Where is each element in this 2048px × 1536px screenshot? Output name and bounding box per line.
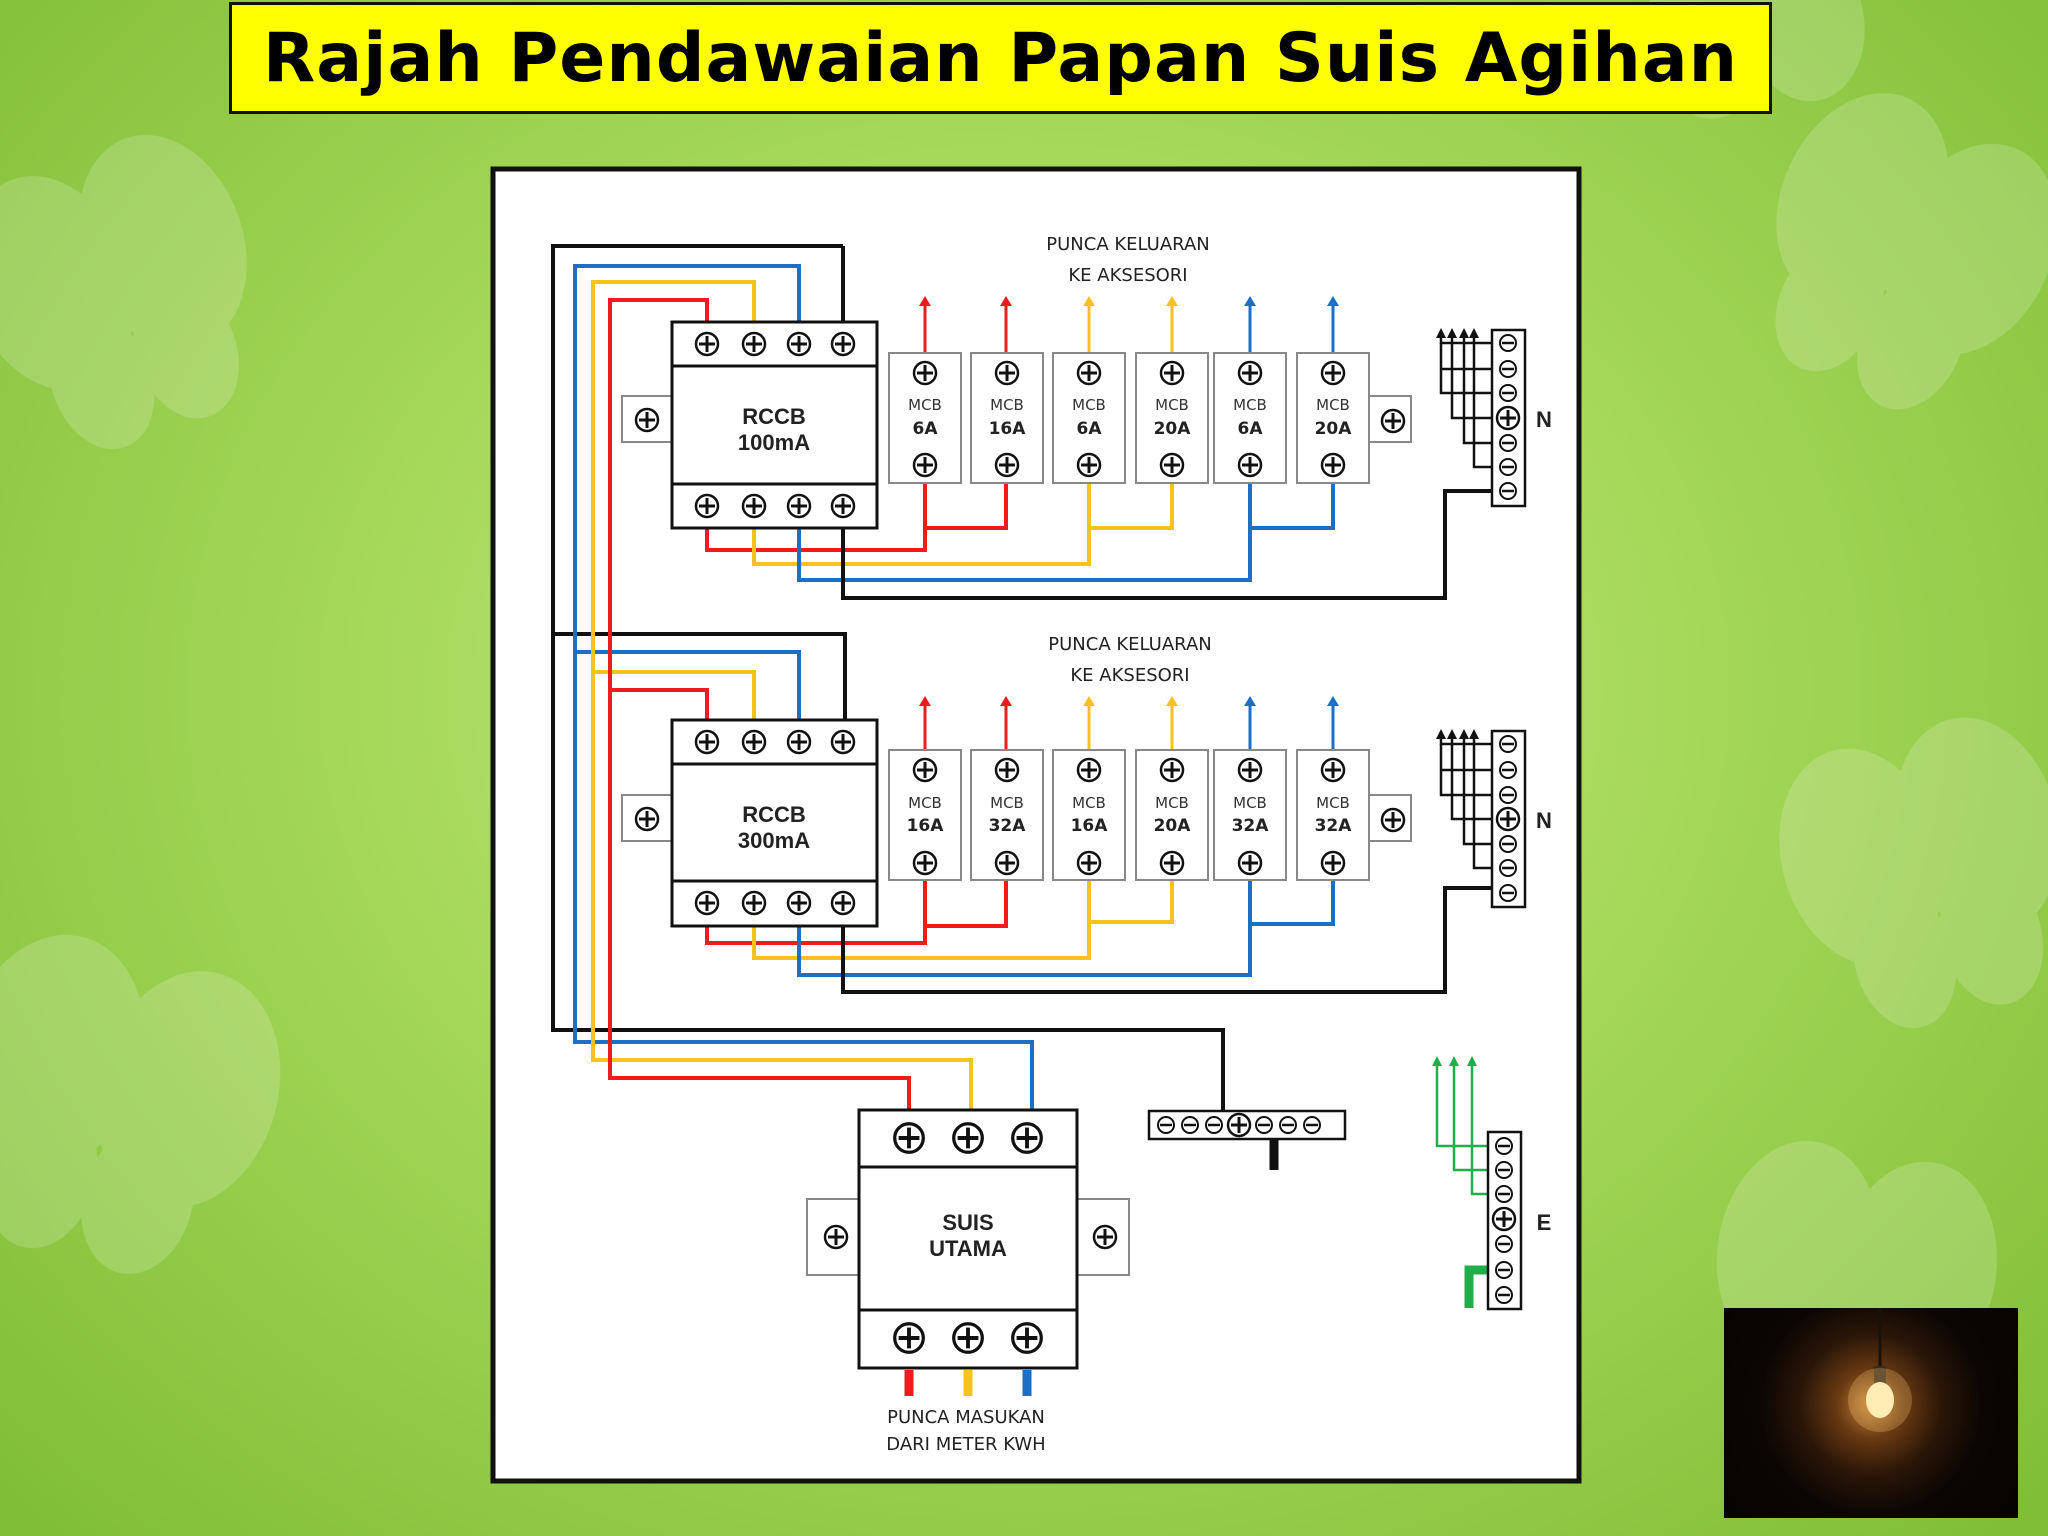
title-banner: Rajah Pendawaian Papan Suis Agihan <box>229 2 1772 114</box>
upper-section: PUNCA KELUARAN KE AKSESORI RCCB 100mA <box>621 234 1552 600</box>
lower-mcb-rating: 16A <box>907 816 945 836</box>
upper-mcb: MCB 6A <box>1213 352 1287 484</box>
lower-mcb: MCB 16A <box>1052 749 1126 881</box>
upper-mcb-label: MCB <box>990 396 1024 414</box>
page-title: Rajah Pendawaian Papan Suis Agihan <box>262 18 1739 98</box>
lower-mcb-rating: 32A <box>989 816 1027 836</box>
upper-mcb-label: MCB <box>1316 396 1350 414</box>
upper-mcb-row: MCB 6A MCB 16A MCB 6A MCB 20A <box>888 352 1412 484</box>
lower-mcb-rating: 32A <box>1232 816 1270 836</box>
upper-mcb-rating: 6A <box>913 419 939 439</box>
lower-rccb-label: RCCB <box>742 802 806 827</box>
wiring-diagram: PUNCA KELUARAN KE AKSESORI RCCB 100mA <box>490 166 1582 1484</box>
common-neutral-link <box>1147 1109 1347 1170</box>
light-bulb-photo <box>1724 1308 2018 1518</box>
lower-mcb-rating: 16A <box>1071 816 1109 836</box>
upper-mcb-rating: 16A <box>989 419 1027 439</box>
upper-mcb-label: MCB <box>1155 396 1189 414</box>
lower-mcb: MCB 32A <box>1213 749 1287 881</box>
upper-mcb-label: MCB <box>1072 396 1106 414</box>
upper-rccb-label: RCCB <box>742 404 806 429</box>
upper-rccb-rating: 100mA <box>738 430 810 455</box>
lower-output-arrows <box>919 696 1339 749</box>
lower-rccb-rating: 300mA <box>738 828 810 853</box>
upper-neutral-label: N <box>1536 407 1552 432</box>
earth-bar: E <box>1432 1056 1552 1311</box>
main-switch-line2: UTAMA <box>929 1236 1007 1261</box>
lower-mcb-rating: 32A <box>1315 816 1353 836</box>
upper-mcb-label: MCB <box>1233 396 1267 414</box>
main-switch-line1: SUIS <box>942 1210 993 1235</box>
lower-mcb: MCB 20A <box>1135 749 1209 881</box>
upper-mcb-rating: 20A <box>1154 419 1192 439</box>
upper-mcb: MCB 16A <box>970 352 1044 484</box>
upper-mcb-rating: 6A <box>1077 419 1103 439</box>
lower-mcb: MCB 16A <box>888 749 962 881</box>
input-label-1: PUNCA MASUKAN <box>887 1407 1045 1428</box>
lower-neutral-label: N <box>1536 808 1552 833</box>
upper-output-label-1: PUNCA KELUARAN <box>1046 234 1209 255</box>
lower-output-label-2: KE AKSESORI <box>1070 665 1189 686</box>
lower-mcb-label: MCB <box>1233 794 1267 812</box>
upper-neutral-bar: N <box>1436 328 1552 508</box>
lower-mcb-label: MCB <box>908 794 942 812</box>
lower-mcb-label: MCB <box>1316 794 1350 812</box>
upper-mcb-rating: 6A <box>1238 419 1264 439</box>
upper-mcb: MCB 6A <box>888 352 962 484</box>
upper-output-arrows <box>919 296 1339 352</box>
lower-mcb-label: MCB <box>990 794 1024 812</box>
lower-section: PUNCA KELUARAN KE AKSESORI RCCB 300mA MC… <box>621 634 1552 994</box>
lower-output-label-1: PUNCA KELUARAN <box>1048 634 1211 655</box>
upper-mcb-rating: 20A <box>1315 419 1353 439</box>
lower-mcb: MCB 32A <box>1296 749 1370 881</box>
upper-mcb: MCB 20A <box>1135 352 1209 484</box>
upper-output-label-2: KE AKSESORI <box>1068 265 1187 286</box>
lower-mcb-row: MCB 16A MCB 32A MCB 16A MCB 20A <box>888 749 1412 881</box>
lower-mcb: MCB 32A <box>970 749 1044 881</box>
lower-mcb-rating: 20A <box>1154 816 1192 836</box>
upper-mcb: MCB 20A <box>1296 352 1370 484</box>
upper-rccb <box>670 320 879 530</box>
earth-label: E <box>1537 1210 1552 1235</box>
lower-neutral-bar: N <box>1436 729 1552 909</box>
light-bulb-icon <box>1848 1308 1912 1432</box>
input-label-2: DARI METER KWH <box>886 1434 1045 1455</box>
upper-mcb-label: MCB <box>908 396 942 414</box>
supply-wires <box>551 244 1225 1111</box>
main-switch: SUIS UTAMA <box>806 1108 1130 1396</box>
lower-mcb-label: MCB <box>1072 794 1106 812</box>
lower-mcb-label: MCB <box>1155 794 1189 812</box>
upper-mcb: MCB 6A <box>1052 352 1126 484</box>
